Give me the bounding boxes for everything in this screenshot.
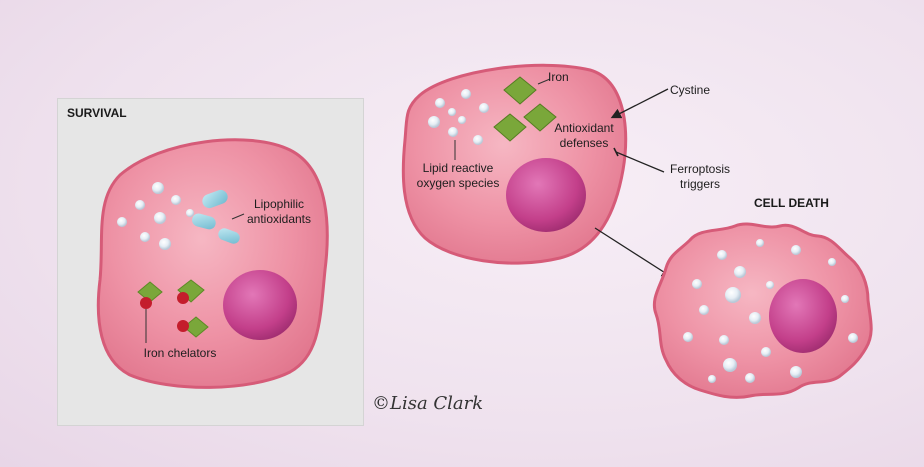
lipid-ros-cluster: [428, 89, 489, 145]
death-arrow: [594, 227, 673, 278]
artist-signature: ©Lisa Clark: [372, 393, 484, 414]
cell-death-title: CELL DEATH: [754, 196, 829, 210]
survival-cell: [96, 138, 329, 389]
nucleus: [506, 158, 586, 232]
cystine-arrow: [610, 88, 669, 119]
dying-cell: [652, 222, 873, 399]
nucleus: [769, 279, 837, 353]
nucleus: [223, 270, 297, 340]
ferroptosis-triggers-label: Ferroptosis triggers: [669, 162, 731, 191]
iron-chelator-complexes: [137, 279, 209, 338]
lipophilic-antioxidant-capsules: [192, 189, 240, 244]
survival-title: SURVIVAL: [67, 106, 127, 120]
ferroptosis-inhibition-line: [615, 151, 665, 173]
iron-label: Iron: [548, 70, 569, 84]
cystine-label: Cystine: [670, 83, 711, 97]
lipid-ros-cluster: [117, 182, 194, 250]
antioxidant-defenses-label: Antioxidant defenses: [554, 121, 614, 150]
lipid-ros-label: Lipid reactive oxygen species: [416, 161, 500, 190]
lipid-ros-scattered: [683, 239, 858, 383]
iron-octahedra: [493, 76, 557, 142]
stressed-cell: [401, 63, 628, 265]
iron-chelators-label: Iron chelators: [143, 346, 217, 360]
lipophilic-antioxidants-label: Lipophilic antioxidants: [246, 197, 312, 226]
